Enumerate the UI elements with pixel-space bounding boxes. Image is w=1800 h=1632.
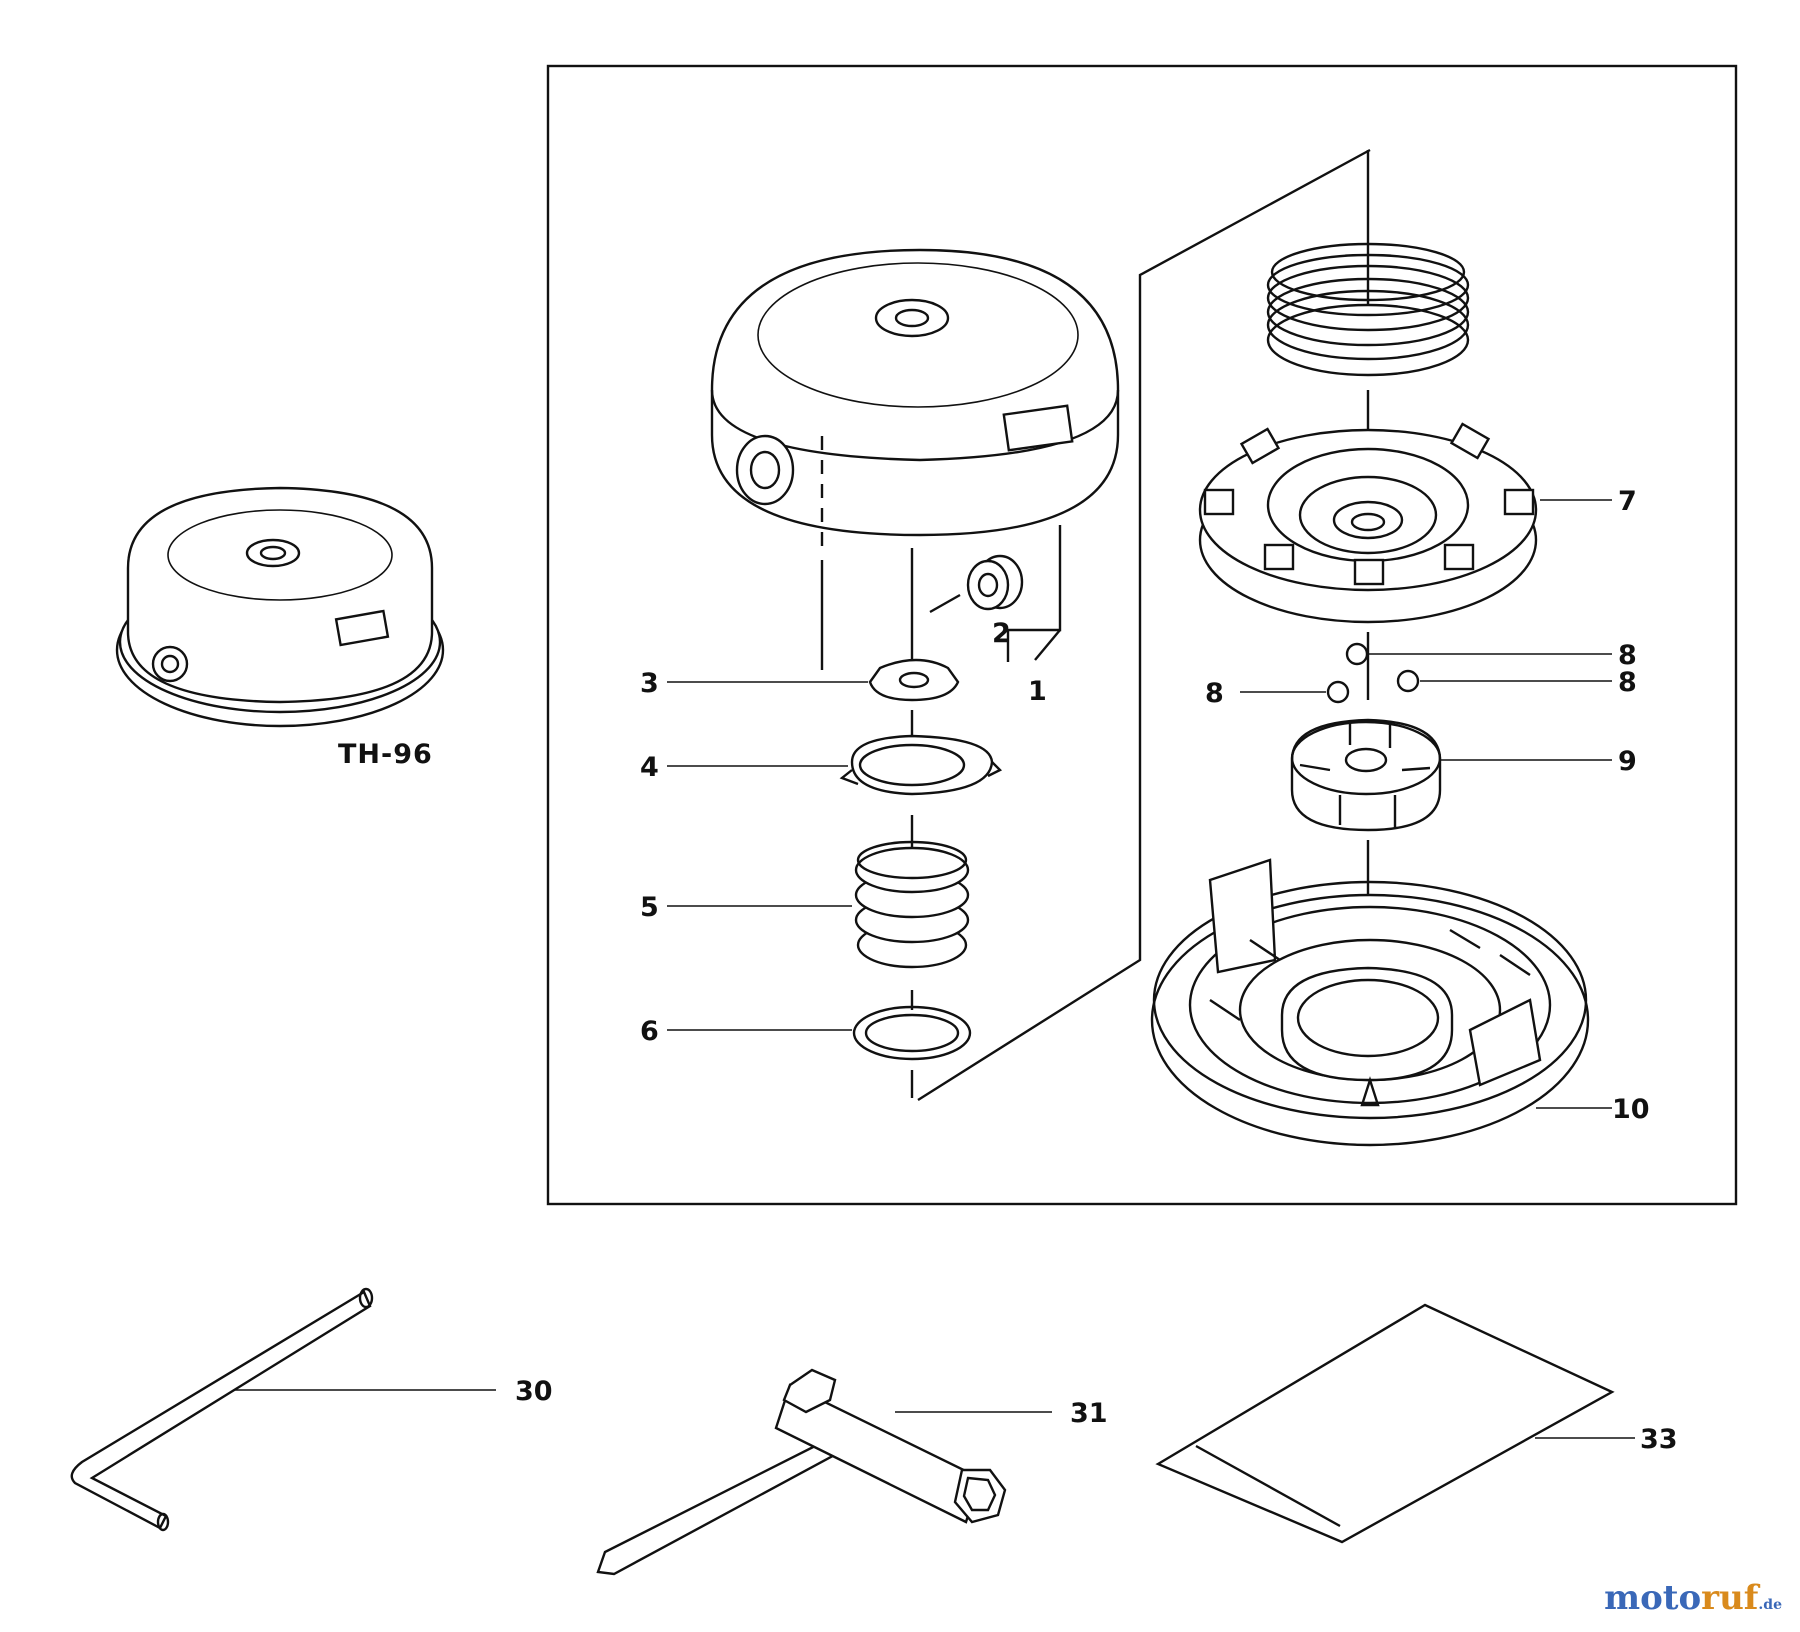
part-1-cover (710, 248, 1120, 537)
watermark-brand-main: moto (1604, 1578, 1702, 1618)
callout-8a: 8 (1618, 640, 1637, 671)
part-30-hex-key (70, 1287, 374, 1532)
callout-8b: 8 (1205, 678, 1224, 709)
callout-8c: 8 (1618, 667, 1637, 698)
part-3-washer (868, 658, 960, 702)
divider-line (917, 148, 1371, 1102)
callout-33: 33 (1640, 1424, 1678, 1455)
model-label: TH-96 (338, 739, 433, 770)
callout-1: 1 (1028, 676, 1047, 707)
callout-6: 6 (640, 1016, 659, 1047)
part-5-spring (854, 840, 970, 969)
callout-31: 31 (1070, 1398, 1108, 1429)
callout-2: 2 (992, 618, 1011, 649)
callout-7: 7 (1618, 486, 1637, 517)
callout-5: 5 (640, 892, 659, 923)
part-9-ratchet (1290, 718, 1442, 832)
part-10-base (1150, 858, 1590, 1147)
part-33-manual (1155, 1303, 1615, 1544)
part-7-spool (1198, 422, 1538, 624)
callout-4: 4 (640, 752, 659, 783)
callout-3: 3 (640, 668, 659, 699)
callout-10: 10 (1612, 1094, 1650, 1125)
callout-30: 30 (515, 1376, 553, 1407)
watermark-logo: motoruf.de (1604, 1578, 1782, 1618)
th96-head (115, 486, 445, 728)
watermark-tld: .de (1758, 1597, 1782, 1613)
coil-spring (1266, 242, 1470, 377)
part-6-o-ring (852, 1005, 972, 1061)
part-4-ring-plate (839, 734, 1003, 796)
watermark-brand-accent: ruf (1701, 1578, 1759, 1618)
part-8-balls (1326, 642, 1420, 704)
callout-9: 9 (1618, 746, 1637, 777)
assembly-frame (546, 64, 1738, 1206)
part-2-eyelet (966, 554, 1024, 611)
part-31-plug-wrench (596, 1368, 1007, 1576)
